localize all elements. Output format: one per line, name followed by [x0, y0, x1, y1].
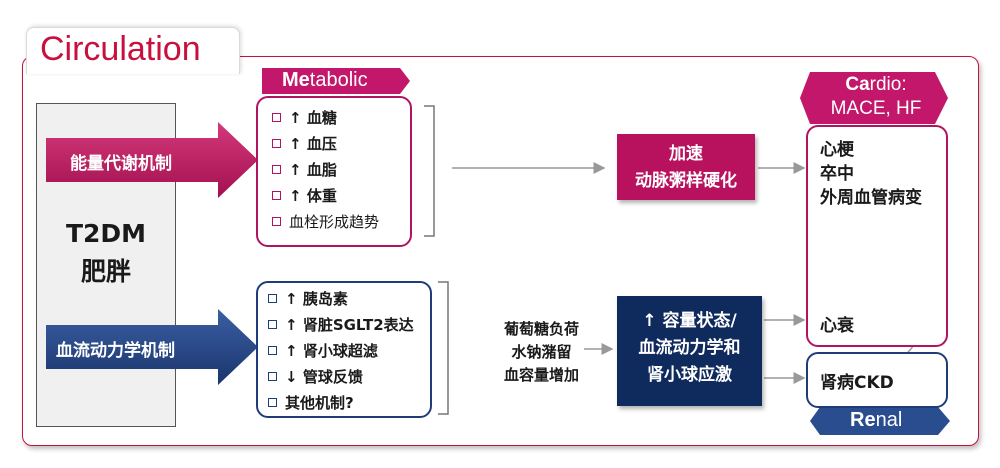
hemo-item-label: 胰岛素: [302, 290, 348, 308]
cardio-tag: Cardio: MACE, HF: [806, 73, 946, 121]
renal-outcome-label: 肾病CKD: [820, 373, 894, 393]
metabolic-item-label: 血压: [306, 135, 337, 153]
atherosclerosis-box: 加速 动脉粥样硬化: [617, 134, 755, 200]
hemo-item: ↑ 胰岛素: [268, 288, 348, 309]
page-title: Circulation: [40, 30, 201, 68]
hemo-intermediate-line: 水钠潴留: [511, 343, 572, 361]
hemo-item-label: 肾脏SGLT2表达: [302, 316, 414, 334]
cardio-outcome: 卒中: [820, 164, 854, 184]
title-tab: [26, 27, 240, 74]
metabolic-item-label: 血脂: [306, 161, 337, 179]
checkbox-icon: [268, 346, 277, 355]
arrow-glyph: ↑: [285, 342, 298, 360]
hemo-result-box: ↑ 容量状态/ 血流动力学和 肾小球应激: [617, 296, 762, 406]
arrow-glyph: ↑: [285, 316, 298, 334]
metabolic-item: ↑ 血糖: [272, 107, 337, 128]
cardio-outcome: 外周血管病变: [820, 188, 922, 208]
hemo-item: ↑ 肾脏SGLT2表达: [268, 314, 414, 335]
metabolic-factors-box: ↑ 血糖 ↑ 血压 ↑ 血脂 ↑ 体重 血栓形成趋势: [256, 96, 412, 247]
metabolic-tag-rest: tabolic: [309, 69, 368, 91]
atherosclerosis-line-2: 动脉粥样硬化: [635, 171, 737, 191]
metabolic-tag-shape: [262, 68, 410, 94]
metabolic-tag-bold: Me: [282, 69, 310, 91]
metabolic-arrow: [46, 122, 258, 198]
checkbox-icon: [268, 372, 277, 381]
hemo-bracket: [438, 281, 449, 415]
metabolic-mechanism-label: 能量代谢机制: [70, 154, 172, 174]
metabolic-item: ↑ 体重: [272, 185, 337, 206]
metabolic-item: ↑ 血脂: [272, 159, 337, 180]
hemo-item: ↑ 肾小球超滤: [268, 340, 378, 361]
hemo-item-label: 肾小球超滤: [302, 342, 378, 360]
renal-outcome-box: 肾病CKD: [806, 352, 948, 408]
arrow-glyph: ↓: [285, 368, 298, 386]
hemo-item: ↓ 管球反馈: [268, 366, 363, 387]
metabolic-item-label: 血栓形成趋势: [289, 213, 380, 231]
checkbox-icon: [272, 217, 281, 226]
checkbox-icon: [268, 398, 277, 407]
hemodynamic-arrow: [46, 309, 258, 385]
arrow-glyph: ↑: [289, 135, 302, 153]
metabolic-item-label: 血糖: [306, 109, 337, 127]
cardio-tag-rest: rdio:: [869, 74, 907, 95]
metabolic-item: ↑ 血压: [272, 133, 337, 154]
hemo-intermediate-text: 葡萄糖负荷 水钠潴留 血容量增加: [504, 318, 579, 387]
renal-tag-rest: nal: [875, 409, 903, 431]
metabolic-item-label: 体重: [306, 187, 337, 205]
hemodynamic-mechanism-label: 血流动力学机制: [56, 341, 175, 361]
cardio-tag-bold: Ca: [845, 74, 870, 95]
hemo-intermediate-line: 葡萄糖负荷: [504, 320, 580, 338]
checkbox-icon: [272, 139, 281, 148]
arrow-glyph: ↑: [289, 187, 302, 205]
hemo-result-line-2: 血流动力学和: [638, 338, 741, 358]
atherosclerosis-line-1: 加速: [669, 144, 703, 164]
cardio-outcomes-box: 心梗 卒中 外周血管病变 心衰: [806, 125, 948, 347]
metabolic-tag: Metabolic: [282, 69, 368, 92]
metabolic-item: 血栓形成趋势: [272, 211, 379, 232]
renal-tag-shape: [810, 407, 950, 435]
condition-line-1: T2DM: [65, 219, 147, 248]
hemo-item-label: 管球反馈: [302, 368, 363, 386]
hemo-item-label: 其他机制?: [285, 394, 354, 412]
arrow-glyph: ↑: [289, 109, 302, 127]
cardio-tag-shape: [800, 72, 948, 124]
checkbox-icon: [272, 191, 281, 200]
heart-failure-label: 心衰: [820, 316, 854, 336]
hemo-result-line-1: ↑ 容量状态/: [642, 311, 737, 331]
checkbox-icon: [272, 113, 281, 122]
arrow-glyph: ↑: [285, 290, 298, 308]
checkbox-icon: [268, 320, 277, 329]
cardio-outcome: 心梗: [820, 140, 854, 160]
condition-line-2: 肥胖: [80, 257, 131, 286]
renal-tag: Renal: [850, 409, 902, 432]
checkbox-icon: [268, 294, 277, 303]
arrow-glyph: ↑: [289, 161, 302, 179]
renal-tag-bold: Re: [850, 409, 876, 431]
checkbox-icon: [272, 165, 281, 174]
metabolic-bracket: [424, 105, 435, 237]
hemo-item: 其他机制?: [268, 392, 354, 413]
hemo-intermediate-line: 血容量增加: [504, 366, 580, 384]
hemodynamic-factors-box: ↑ 胰岛素 ↑ 肾脏SGLT2表达 ↑ 肾小球超滤 ↓ 管球反馈 其他机制?: [256, 281, 432, 418]
hemo-result-line-3: 肾小球应激: [647, 365, 732, 385]
cardio-tag-subtitle: MACE, HF: [830, 98, 922, 119]
condition-label: T2DM 肥胖: [36, 215, 176, 291]
